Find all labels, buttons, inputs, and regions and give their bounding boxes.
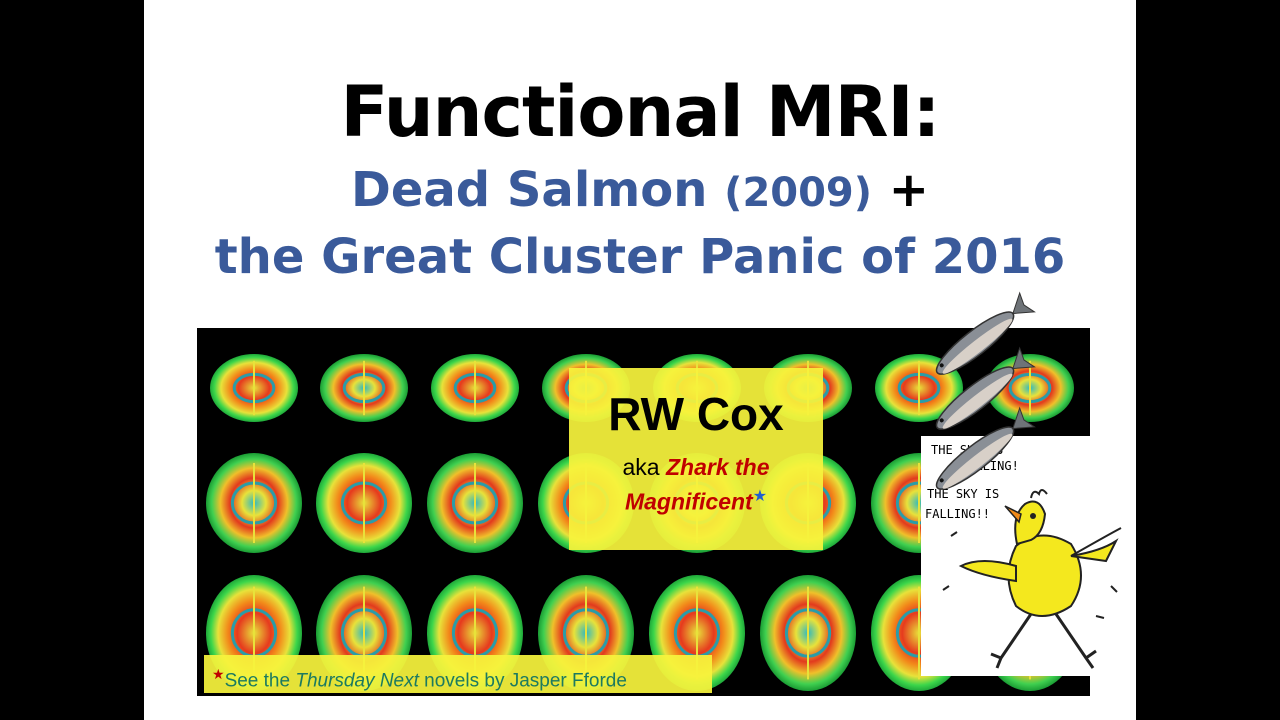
slide-title: Functional MRI: [340, 71, 940, 153]
aka-line: aka Zhark the Magnificent★ [569, 452, 823, 517]
subtitle-year: (2009) [724, 170, 873, 216]
footnote-after: novels by Jasper Fforde [424, 670, 627, 692]
chicken-text-3: THE SKY IS [927, 487, 999, 501]
aka-prefix: aka [622, 454, 660, 480]
brain-slice [206, 453, 302, 553]
brain-slice [320, 354, 408, 422]
brain-slice [431, 354, 519, 422]
footnote-star-icon: ★ [212, 666, 225, 682]
aka-name-1: Zhark the [665, 454, 770, 480]
subtitle-plus: + [888, 162, 929, 218]
brain-slices-image: RW Cox aka Zhark the Magnificent★ ★See t… [197, 328, 1136, 696]
brain-slice [210, 354, 298, 422]
brain-slice [316, 453, 412, 553]
chicken-text-4: FALLING!! [925, 507, 990, 521]
cox-label-box: RW Cox aka Zhark the Magnificent★ [569, 368, 823, 550]
footnote: ★See the Thursday Next novels by Jasper … [204, 655, 712, 693]
slide: Functional MRI: Dead Salmon (2009) + the… [144, 0, 1136, 720]
footnote-before: See the [224, 670, 291, 692]
author-name: RW Cox [608, 388, 784, 440]
salmon-icon [935, 406, 1036, 490]
brain-slice [760, 575, 856, 691]
subtitle-line-1: Dead Salmon (2009) + [144, 160, 1136, 223]
aka-name-2: Magnificent [624, 488, 753, 515]
salmon-icon [935, 346, 1036, 430]
brain-slice [427, 453, 523, 553]
salmon-icon [935, 291, 1036, 375]
subtitle-line-2: the Great Cluster Panic of 2016 [214, 229, 1066, 285]
footnote-italic: Thursday Next [295, 670, 419, 692]
star-icon: ★ [752, 488, 768, 505]
subtitle-dead-salmon: Dead Salmon [351, 162, 708, 218]
